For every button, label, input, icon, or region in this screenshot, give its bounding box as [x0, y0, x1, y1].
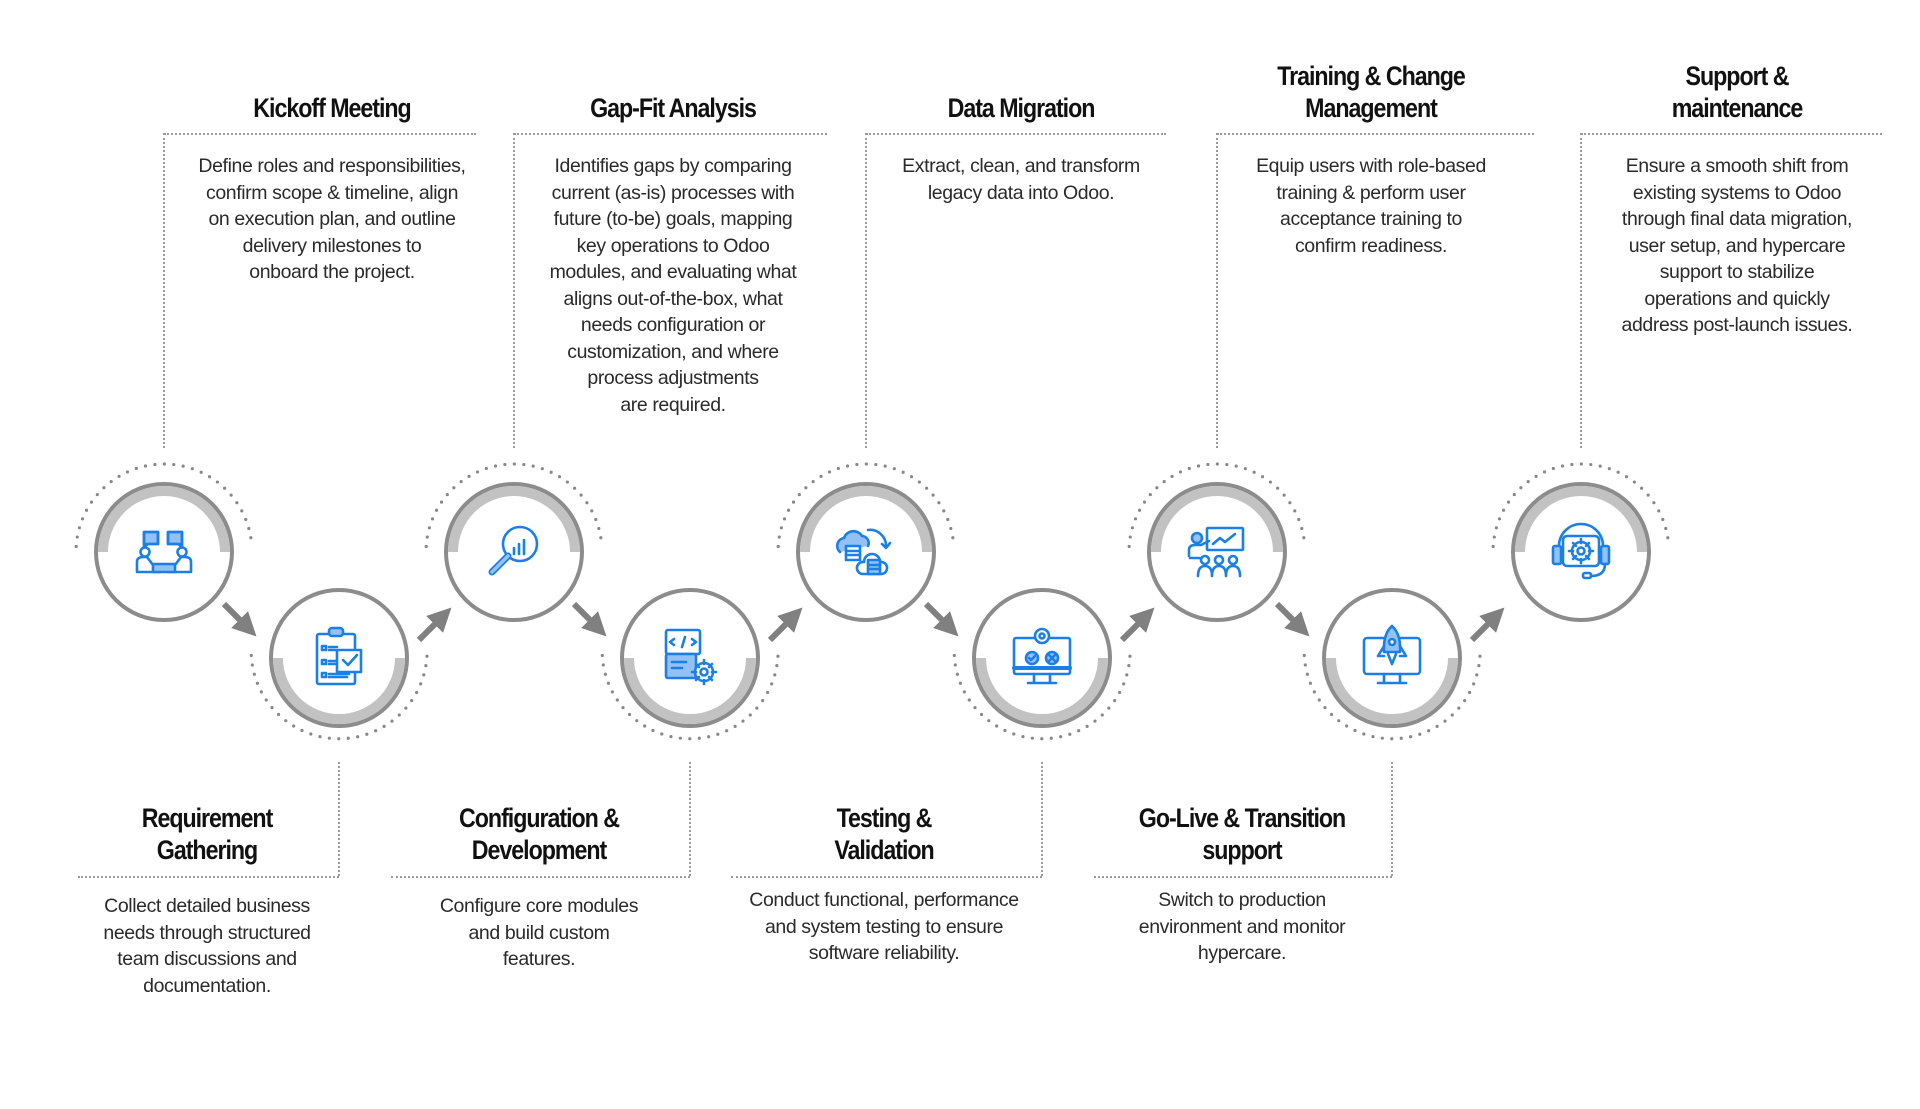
step-node-top-4	[1127, 462, 1307, 622]
step-circle	[1322, 588, 1462, 728]
dotted-connector	[163, 133, 165, 448]
dotted-connector	[1580, 133, 1582, 448]
dotted-connector	[1041, 762, 1043, 876]
cloud-data-sync-icon	[835, 528, 892, 576]
progress-arc	[624, 657, 756, 724]
dotted-connector	[1391, 762, 1393, 876]
dotted-divider	[514, 133, 827, 135]
dotted-divider	[164, 133, 476, 135]
dotted-divider	[1094, 876, 1392, 878]
flow-arrow	[1469, 607, 1505, 643]
dotted-arc	[249, 650, 429, 741]
step-title: Data Migration	[947, 93, 1096, 123]
step-node-bottom-3	[952, 588, 1132, 741]
dotted-divider	[1217, 133, 1534, 135]
monitor-testing-icon	[1012, 627, 1072, 685]
headset-support-icon	[1551, 522, 1611, 580]
step-node-top-1	[74, 462, 254, 622]
dotted-connector	[338, 762, 340, 876]
step-title: Kickoff Meeting	[253, 93, 411, 123]
step-title: Requirement Gathering	[141, 803, 274, 865]
step-node-top-5	[1491, 462, 1671, 622]
dotted-arc	[600, 650, 780, 741]
dotted-connector	[513, 133, 515, 448]
flow-arrow	[221, 601, 257, 637]
flow-arrow	[416, 607, 452, 643]
step-title: Training & Change Management	[1277, 61, 1466, 123]
progress-arc	[800, 486, 932, 553]
progress-arc	[1151, 486, 1283, 553]
progress-arc	[98, 486, 230, 553]
step-node-bottom-1	[249, 588, 429, 741]
clipboard-checklist-icon	[315, 626, 363, 686]
step-title: Configuration & Development	[459, 803, 620, 865]
step-description: Identifies gaps by comparing current (as…	[549, 155, 797, 416]
dotted-arc	[424, 462, 604, 549]
step-circle	[972, 588, 1112, 728]
dotted-connector	[865, 133, 867, 448]
rocket-monitor-icon	[1362, 624, 1422, 685]
step-description: Conduct functional, performance and syst…	[749, 889, 1019, 964]
dotted-arc	[952, 650, 1132, 741]
step-node-bottom-4	[1302, 588, 1482, 741]
step-title: Support & maintenance	[1671, 61, 1804, 123]
flow-arrow	[1119, 607, 1155, 643]
dotted-arc	[776, 462, 956, 549]
dotted-divider	[731, 876, 1042, 878]
progress-arc	[976, 657, 1108, 724]
step-description: Ensure a smooth shift from existing syst…	[1621, 155, 1853, 336]
step-circle	[94, 482, 234, 622]
meeting-icon	[135, 530, 193, 574]
dotted-arc	[1302, 650, 1482, 741]
dotted-divider	[78, 876, 339, 878]
step-title: Go-Live & Transition support	[1138, 803, 1346, 865]
dotted-arc	[1491, 462, 1671, 549]
dotted-arc	[74, 462, 254, 549]
analysis-magnifier-icon	[488, 525, 539, 576]
flow-arrow	[571, 601, 607, 637]
step-description: Extract, clean, and transform legacy dat…	[902, 155, 1140, 204]
dotted-divider	[1581, 133, 1882, 135]
step-title: Testing & Validation	[834, 803, 934, 865]
step-node-top-2	[424, 462, 604, 622]
step-description: Switch to production environment and mon…	[1138, 889, 1346, 964]
progress-arc	[273, 657, 405, 724]
code-gear-icon	[664, 628, 718, 686]
dotted-connector	[1216, 133, 1218, 448]
step-node-top-3	[776, 462, 956, 622]
training-presentation-icon	[1187, 526, 1245, 578]
progress-arc	[1515, 486, 1647, 553]
dotted-divider	[391, 876, 690, 878]
dotted-arc	[1127, 462, 1307, 549]
progress-arc	[448, 486, 580, 553]
step-node-bottom-2	[600, 588, 780, 741]
flow-arrow	[767, 607, 803, 643]
step-description: Configure core modules and build custom …	[439, 895, 639, 970]
flow-arrow	[923, 601, 959, 637]
flow-arrow	[1274, 601, 1310, 637]
step-description: Collect detailed business needs through …	[103, 895, 311, 997]
step-description: Define roles and responsibilities, confi…	[198, 155, 466, 283]
step-circle	[1147, 482, 1287, 622]
dotted-divider	[866, 133, 1166, 135]
dotted-connector	[689, 762, 691, 876]
step-description: Equip users with role-based training & p…	[1256, 155, 1486, 257]
step-circle	[796, 482, 936, 622]
progress-arc	[1326, 657, 1458, 724]
step-title: Gap-Fit Analysis	[590, 93, 757, 123]
